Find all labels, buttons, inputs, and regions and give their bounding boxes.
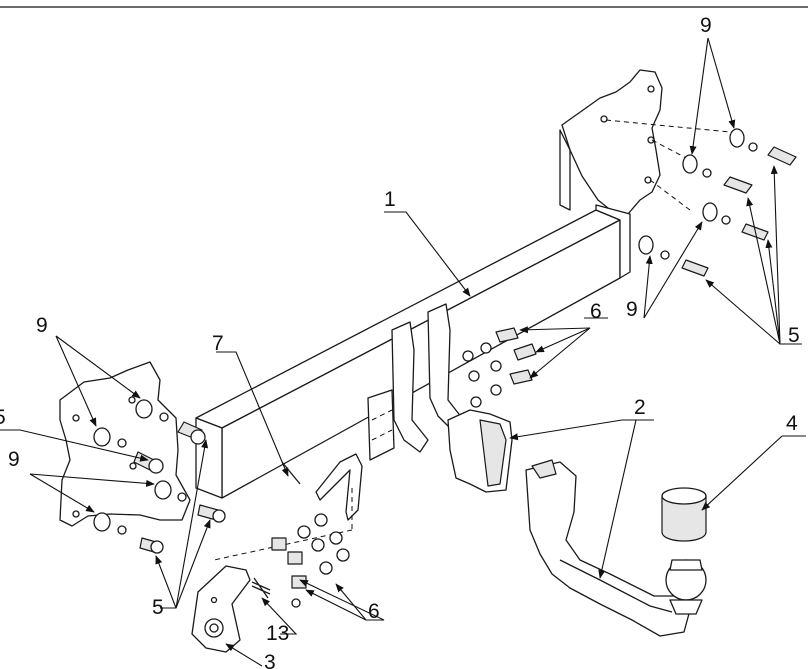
callout-4: 4 (786, 412, 798, 435)
tow-ball-neck (447, 409, 691, 637)
callout-7: 7 (212, 332, 224, 355)
callout-9-mid-right: 9 (626, 298, 638, 321)
callout-labels: 1 2 3 4 5 5 5 6 6 7 9 9 9 9 13 (0, 14, 800, 669)
callout-5-left-bottom: 5 (152, 596, 164, 619)
callout-3: 3 (264, 651, 276, 669)
callout-13: 13 (266, 622, 289, 645)
callout-9-left-top: 9 (36, 314, 48, 337)
left-fasteners (93, 399, 226, 554)
wiring-plate-assembly (213, 453, 363, 608)
callout-2: 2 (634, 396, 646, 419)
socket-plate (191, 565, 251, 653)
right-fasteners (605, 119, 797, 277)
callout-1: 1 (384, 188, 396, 211)
callout-9-top-right: 9 (700, 14, 712, 37)
tow-ball-and-cap (661, 487, 707, 615)
callout-6-top: 6 (590, 300, 602, 323)
main-cross-beam (195, 204, 631, 499)
right-mounting-bracket (559, 69, 663, 217)
callout-5-right: 5 (788, 324, 800, 347)
leader-lines (0, 37, 806, 667)
callout-5-left-top: 5 (0, 406, 6, 429)
callout-6-bottom: 6 (368, 600, 380, 623)
callout-9-left-mid: 9 (8, 448, 20, 471)
